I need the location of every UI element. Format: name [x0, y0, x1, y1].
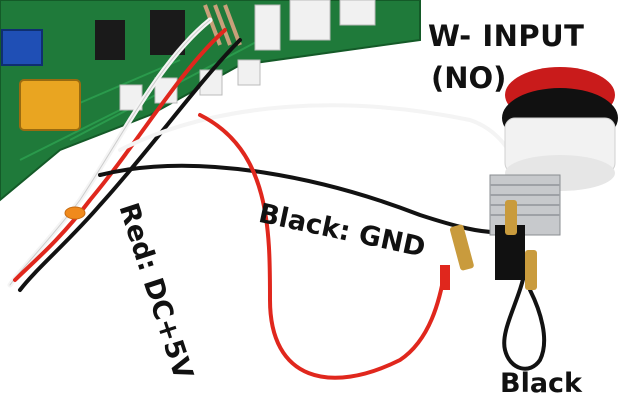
- push-button: [440, 67, 618, 290]
- black-terminal-label: Black: [500, 368, 583, 399]
- w-input-label: W- INPUT: [428, 19, 585, 53]
- normally-open-label: (NO): [431, 61, 507, 95]
- pcb-board: [0, 0, 421, 202]
